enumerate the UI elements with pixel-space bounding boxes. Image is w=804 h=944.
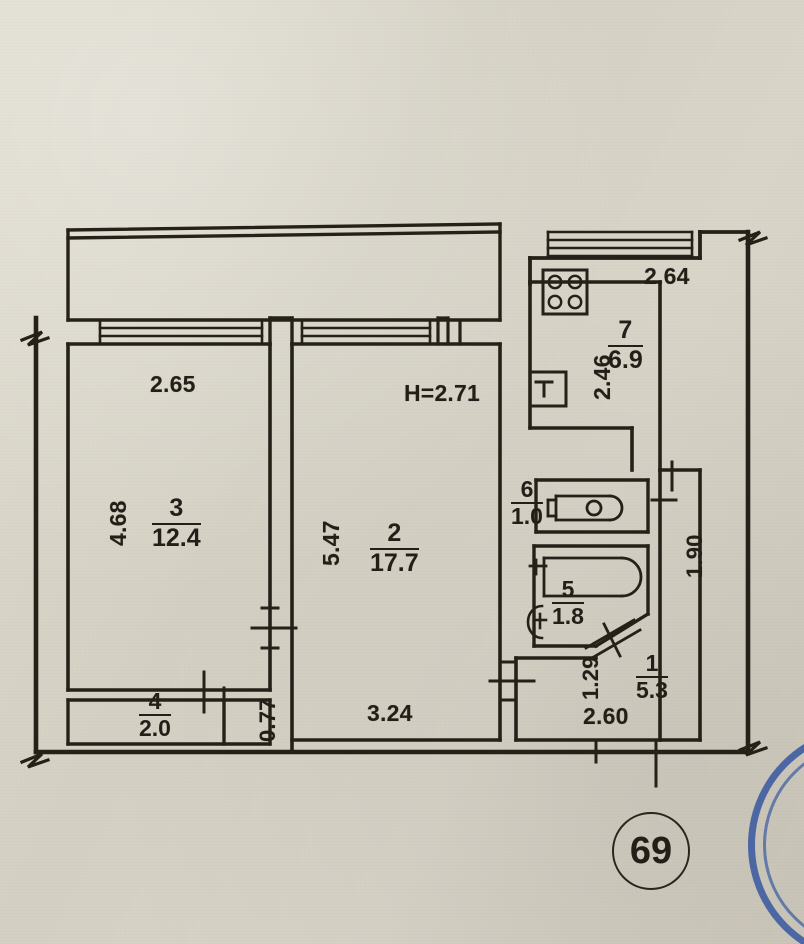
- room-6-area: 1.0: [511, 503, 543, 530]
- entry-door: [594, 738, 658, 788]
- doorway-room2-room3: [250, 606, 298, 650]
- room-7-walls: [528, 280, 662, 472]
- room-6-label: 6 1.0: [511, 477, 543, 530]
- wash-basin-icon: [526, 604, 548, 640]
- room-5-area: 1.8: [552, 603, 584, 630]
- doorway-corridor: [650, 460, 678, 502]
- room-3-label: 3 12.4: [152, 495, 201, 552]
- room-5-label: 5 1.8: [552, 577, 584, 630]
- dimension-corridor-right: 1.90: [682, 534, 707, 578]
- gas-stove-icon: [541, 268, 589, 316]
- ceiling-height-label: H=2.71: [404, 380, 481, 406]
- room-6-walls: [534, 478, 650, 534]
- kitchen-exterior-wall: [528, 230, 750, 286]
- dimension-kitchen-top: 2.64: [644, 263, 690, 289]
- room-1-number: 1: [636, 651, 668, 679]
- dimension-room2-left: 5.47: [318, 520, 344, 566]
- dimension-room3-left: 4.68: [105, 500, 131, 546]
- wc-toilet-icon: [546, 494, 624, 522]
- room-7-label: 7 6.9: [608, 317, 643, 374]
- dimension-room3-top: 2.65: [150, 371, 196, 397]
- dimension-room2-bottom: 3.24: [367, 700, 413, 726]
- room-7-number: 7: [608, 317, 643, 347]
- window-room-2: [300, 318, 432, 346]
- room-5-number: 5: [552, 577, 584, 605]
- room-2-number: 2: [370, 520, 419, 550]
- room-5-walls: [532, 544, 651, 649]
- room-4-number: 4: [139, 689, 171, 717]
- room-2-label: 2 17.7: [370, 520, 419, 577]
- room-2-area: 17.7: [370, 548, 419, 577]
- stove-burners-icon: [547, 274, 583, 310]
- bathtub-icon: [528, 556, 643, 598]
- room-1-area: 5.3: [636, 677, 668, 704]
- room-4-label: 4 2.0: [139, 689, 171, 742]
- room-6-number: 6: [511, 477, 543, 505]
- corridor-walls: [658, 468, 702, 742]
- dimension-room4-right: 0.77: [255, 698, 280, 742]
- room-4-area: 2.0: [139, 715, 171, 742]
- room-4-walls: [66, 698, 272, 746]
- doorway-hall-living: [488, 660, 536, 702]
- room-2-walls: [290, 342, 502, 754]
- kitchen-sink: [528, 370, 568, 408]
- bathroom-door: [584, 618, 642, 660]
- window-room-3: [98, 318, 264, 346]
- apartment-number-badge: 69: [612, 812, 690, 890]
- room-3-number: 3: [152, 495, 201, 525]
- room-1-label: 1 5.3: [636, 651, 668, 704]
- wall-pier-top-right: [436, 316, 462, 346]
- dimension-hall-bottom: 2.60: [583, 703, 629, 729]
- window-kitchen: [546, 230, 694, 258]
- exterior-walls: [33, 229, 751, 755]
- room-7-area: 6.9: [608, 345, 643, 374]
- balcony-loggia: [66, 222, 502, 322]
- dimension-hall-left: 1.29: [578, 656, 603, 700]
- pier-between-windows: [268, 316, 294, 346]
- room-3-area: 12.4: [152, 523, 201, 552]
